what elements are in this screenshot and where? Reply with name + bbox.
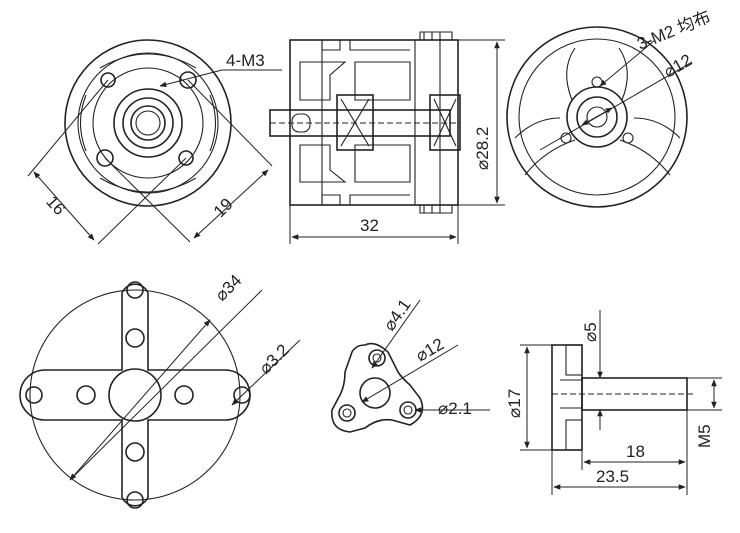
rear-dim-leader [539,61,693,151]
rear-ring [518,38,676,196]
adapter-hole-leader [371,299,421,369]
shaft-adapter-flange [551,344,583,451]
mount-hole [233,386,251,404]
mount-hole-leader [231,339,301,406]
side-cutout [299,144,347,183]
mount-hole [125,442,145,462]
side-dim-length: 32 [360,216,379,235]
front-hole-leader [159,69,223,88]
front-hole-label: 4-M3 [226,51,265,70]
front-ext-line [104,157,191,243]
mount-dim-leader [71,289,263,479]
shaft-adapter-dim-bore: ⌀5 [581,322,600,342]
mount-center-hole [108,368,162,422]
shaft-adapter-dim-shaft: 18 [626,442,645,461]
adapter-center-hole [359,377,391,409]
front-mount-hole [179,71,197,89]
side-top-fins [321,40,410,51]
side-shaft-collar [291,113,311,133]
rear-spoke-right [619,117,681,176]
shaft-adapter-dim-thread: M5 [695,424,714,448]
side-cutout [354,144,411,183]
rear-view: 3-M2 均布 ⌀12 [506,7,713,208]
front-bore [130,105,166,141]
front-dim-16: 16 [42,192,69,219]
mount-hole [126,491,144,509]
side-bearing-front [336,94,374,151]
shaft-adapter-dim-total: 23.5 [596,467,629,486]
rear-hole-label: 3-M2 均布 [634,7,713,54]
front-slot-left [79,94,87,152]
front-ring [77,52,219,194]
rear-m2-hole [622,132,634,144]
adapter-outline [331,342,424,433]
front-mount-hole [100,72,116,88]
front-mount-hole [96,149,114,167]
side-bearing-cross [340,98,370,147]
front-inner-ring [92,67,204,179]
adapter-hole [338,404,356,422]
shaft-adapter-dim-outer: ⌀17 [505,389,524,418]
side-bearing-rear [429,94,461,151]
shaft-adapter-view: ⌀5 ⌀17 M5 18 23.5 [505,310,722,495]
side-bottom-teeth [419,205,453,214]
rear-spoke-top [566,47,628,101]
mount-hole [126,281,144,299]
mount-hole [25,386,43,404]
front-dim-line-19 [193,169,269,239]
mount-hole [125,328,145,348]
front-view: 4-M3 16 19 [27,39,282,245]
mount-dim-line-outer [69,319,211,481]
shaft-adapter-lug [565,344,583,376]
cross-mount-view: ⌀34 ⌀3.2 [19,271,301,509]
mount-hole [76,385,96,405]
front-dim-19: 19 [210,194,237,221]
mount-dim-outer: ⌀34 [211,271,245,305]
rear-hole-leader [599,39,656,87]
front-bore-inner [135,110,161,136]
front-ext-line [187,79,273,167]
prop-adapter-view: ⌀4.1 ⌀12 ⌀2.1 [331,296,490,433]
mount-hole [174,385,194,405]
shaft-adapter-lug [565,419,583,451]
side-cutout [299,61,347,101]
adapter-dim-center: ⌀12 [413,334,448,365]
adapter-hole-inner [342,408,352,418]
rear-dim-line-diameter [581,107,613,126]
front-mount-hole [178,150,194,166]
front-slot-top [99,53,197,69]
rear-spoke-left [514,117,576,176]
mount-cross-plate [19,283,251,507]
adapter-hole [399,401,417,419]
front-hub-outer [113,88,183,158]
adapter-center-leader [361,344,459,403]
mount-reference-circle [29,289,241,501]
front-ext-line [27,79,109,177]
front-dim-line-16 [33,171,95,241]
side-bottom-fins [321,194,410,205]
front-outer-circle [64,39,232,207]
front-hub [122,97,174,149]
side-view: ⌀28.2 32 [269,31,505,244]
rear-bore [576,96,618,138]
adapter-hole-inner [403,405,413,415]
front-slot-right [209,94,217,152]
side-bearing-cross [433,98,457,147]
front-slot-bottom [99,177,197,193]
rear-outer-circle [506,26,688,208]
front-ext-line [97,157,187,245]
side-top-teeth [419,31,453,40]
side-cutout [354,61,411,101]
mount-dim-hole: ⌀3.2 [255,340,292,377]
side-dim-diameter: ⌀28.2 [473,127,492,170]
adapter-dim-small: ⌀2.1 [438,399,472,418]
